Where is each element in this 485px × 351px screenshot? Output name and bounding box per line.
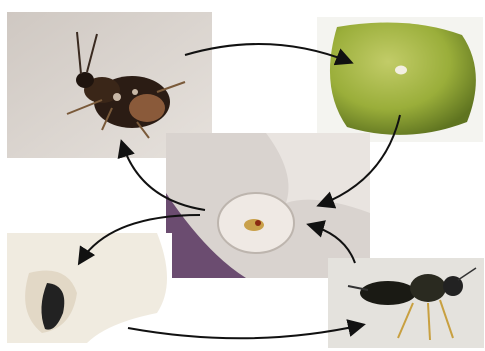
parasitoid-wasp-photo bbox=[328, 258, 484, 348]
bean-seed-with-egg-photo bbox=[317, 17, 483, 142]
damaged-seed-photo bbox=[7, 233, 172, 347]
larva-inside-seed-photo bbox=[166, 133, 370, 278]
